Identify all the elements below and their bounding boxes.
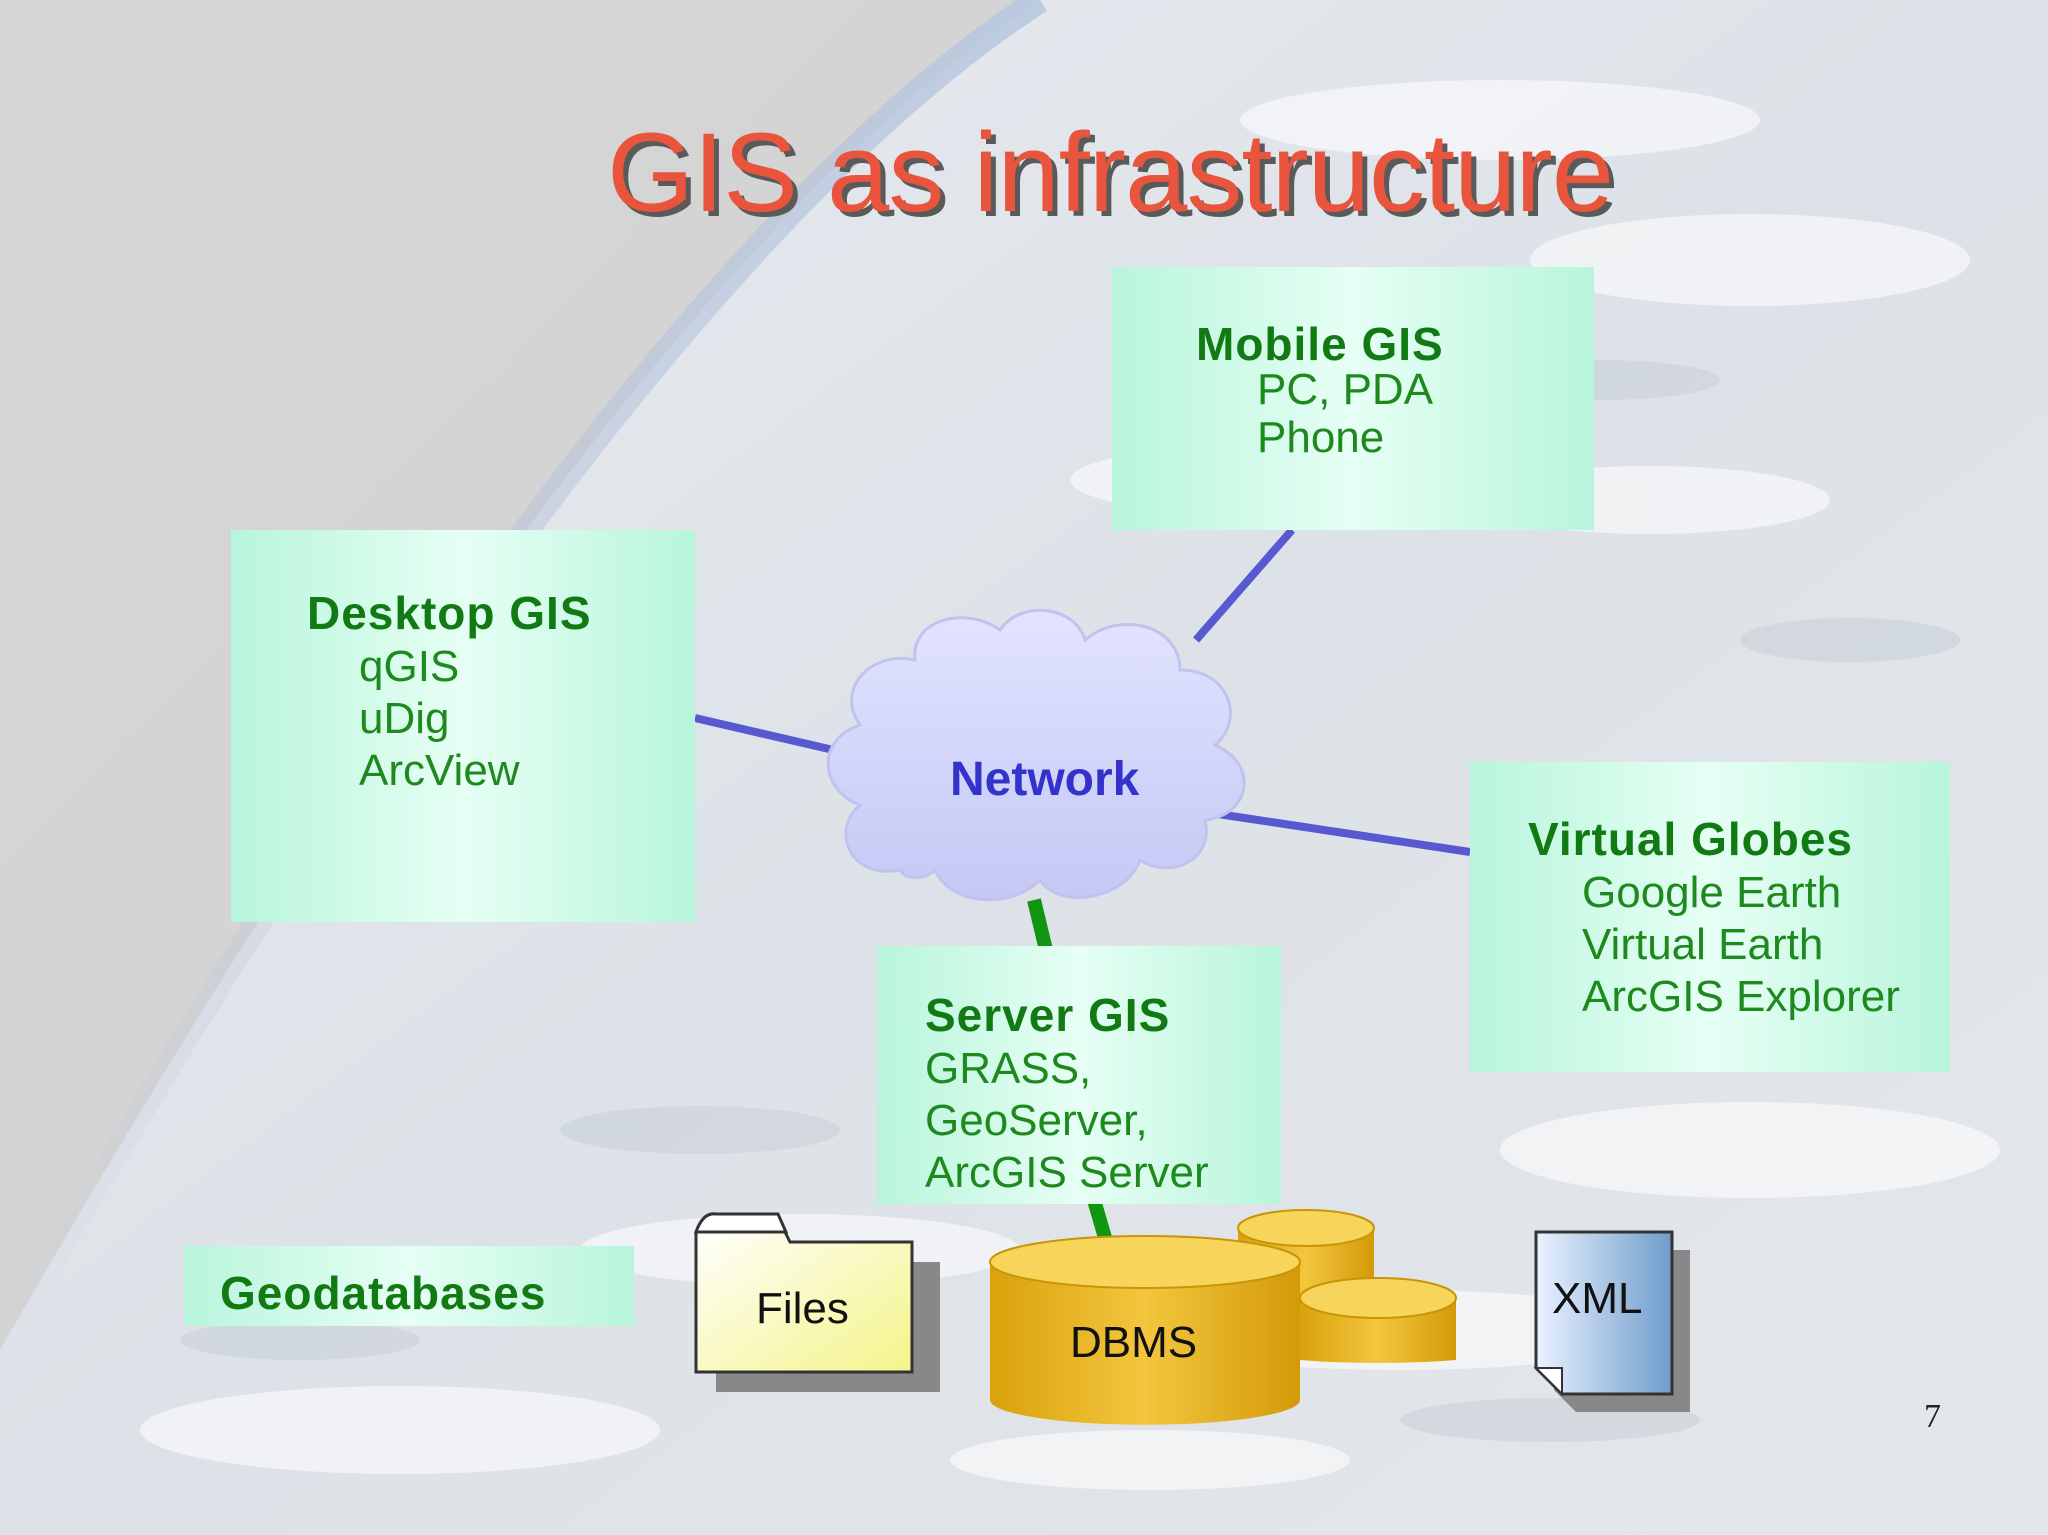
page-number: 7	[1924, 1398, 1941, 1435]
virtual-globes-item: Virtual Earth	[1582, 920, 1824, 969]
virtual-globes-item: Google Earth	[1582, 868, 1842, 917]
desktop-gis-box: Desktop GIS qGIS uDig ArcView	[231, 530, 695, 922]
server-gis-item: ArcGIS Server	[925, 1148, 1209, 1197]
desktop-gis-item: qGIS	[359, 642, 460, 691]
link-server-network	[1027, 898, 1053, 952]
document-icon	[1533, 1230, 1690, 1412]
files-label: Files	[756, 1284, 849, 1333]
link-desktop-network	[694, 714, 843, 756]
virtual-globes-box: Virtual Globes Google Earth Virtual Eart…	[1470, 762, 1950, 1072]
server-gis-item: GeoServer,	[925, 1096, 1148, 1145]
virtual-globes-title: Virtual Globes	[1528, 813, 1854, 865]
server-gis-item: GRASS,	[925, 1044, 1092, 1093]
geodatabases-box: Geodatabases	[184, 1246, 634, 1326]
desktop-gis-item: uDig	[359, 694, 450, 743]
geodatabases-label: Geodatabases	[220, 1267, 547, 1319]
network-label: Network	[950, 753, 1140, 806]
desktop-gis-item: ArcView	[359, 746, 520, 795]
xml-label: XML	[1552, 1274, 1643, 1323]
mobile-gis-item: Phone	[1257, 413, 1385, 462]
mobile-gis-item: PC, PDA	[1257, 365, 1434, 414]
slide-title: GIS as infrastructure	[606, 110, 1614, 235]
dbms-label: DBMS	[1070, 1318, 1198, 1367]
network-cloud-icon	[826, 608, 1246, 902]
link-mobile-network	[1192, 527, 1296, 643]
mobile-gis-title: Mobile GIS	[1196, 318, 1444, 370]
server-gis-box: Server GIS GRASS, GeoServer, ArcGIS Serv…	[877, 946, 1281, 1204]
desktop-gis-title: Desktop GIS	[307, 587, 592, 639]
virtual-globes-item: ArcGIS Explorer	[1582, 972, 1900, 1021]
server-gis-title: Server GIS	[925, 989, 1171, 1041]
database-icon	[989, 1209, 1457, 1425]
link-virtual-network	[1217, 810, 1471, 856]
folder-icon	[693, 1212, 940, 1392]
mobile-gis-box: Mobile GIS PC, PDA Phone	[1112, 267, 1594, 530]
